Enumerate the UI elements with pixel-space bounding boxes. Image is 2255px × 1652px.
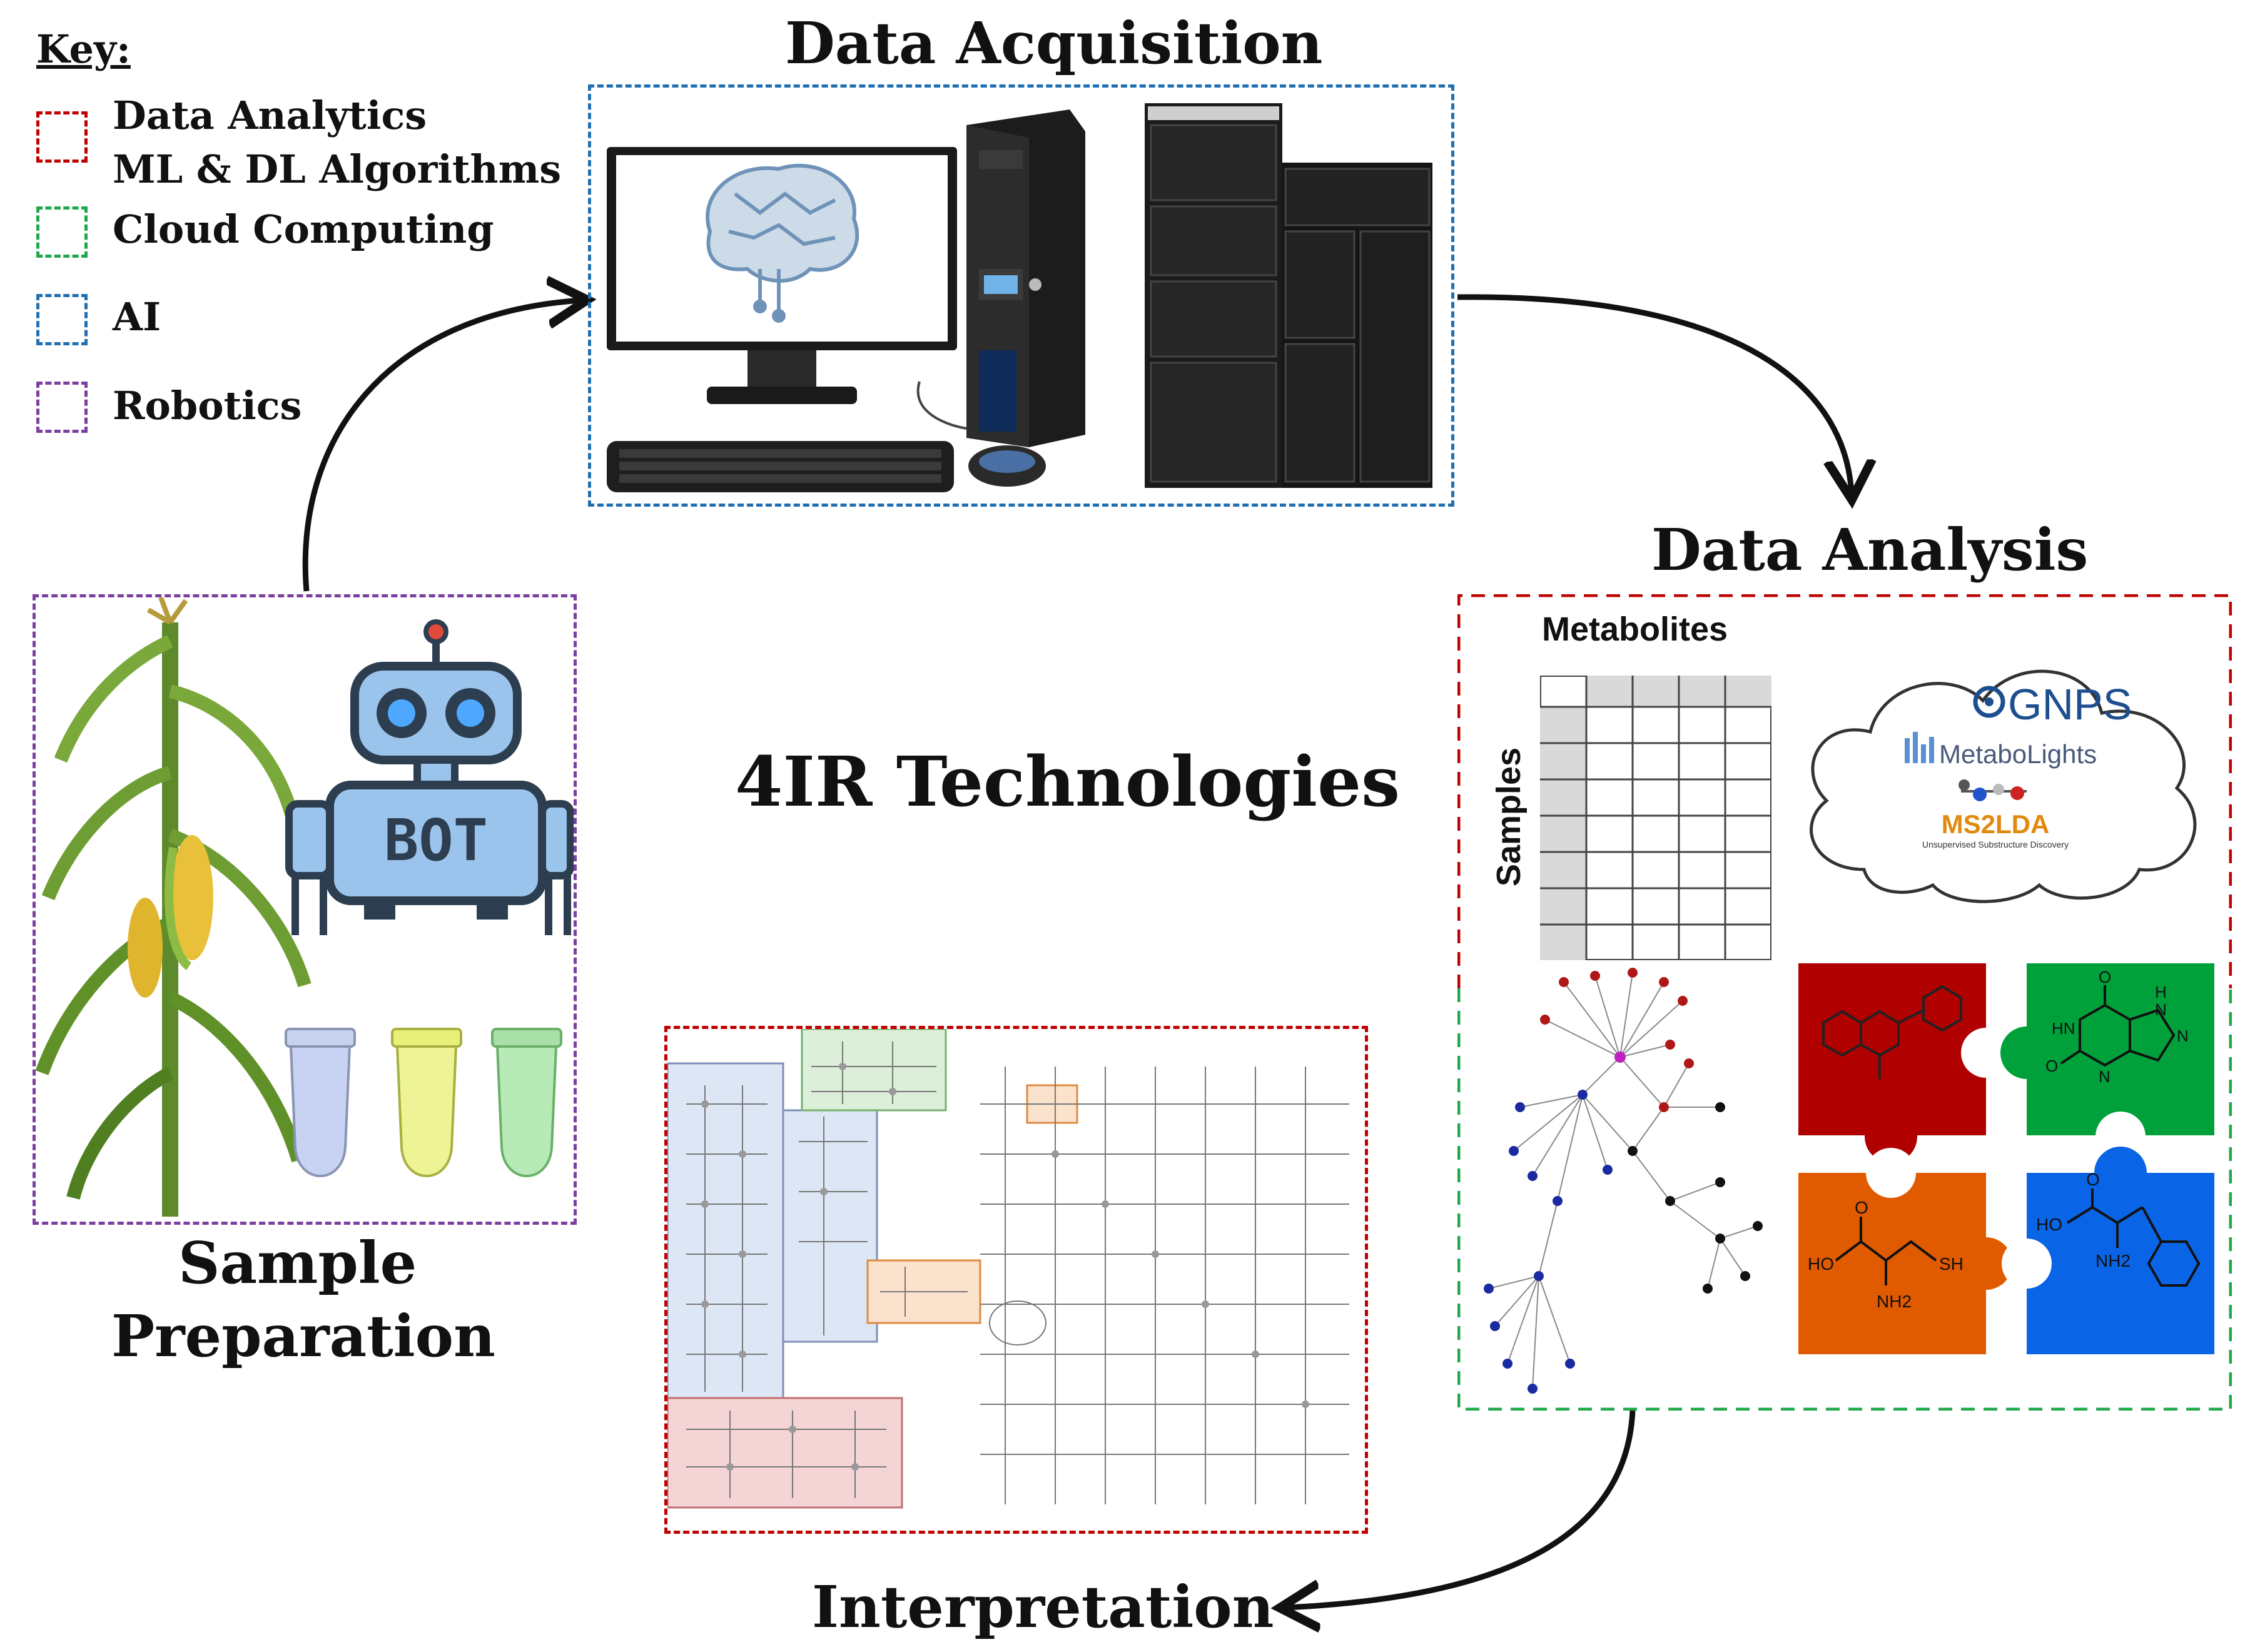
green-atom-o-top: O (2099, 968, 2111, 986)
green-atom-n-right: N (2177, 1026, 2189, 1045)
arrow-acquisition-to-analysis (1457, 294, 1852, 494)
structure-puzzle: HN O N H N N O O HO NH2 SH HO (1798, 963, 2214, 1354)
robot-label: BOT (384, 807, 488, 874)
legend-label-robotics: Robotics (113, 383, 302, 428)
gnps-logo: GNPS (1973, 680, 2132, 729)
sample-preparation-box (33, 594, 577, 1225)
pathway-region-green (801, 1029, 947, 1112)
arrow-prep-to-acquisition (302, 300, 582, 592)
matrix-row-label: Samples (1490, 747, 1528, 887)
robot-icon: BOT (285, 619, 574, 935)
orange-atom-o: O (1855, 1198, 1868, 1217)
pathway-region-red (667, 1397, 903, 1509)
puzzle-piece-blue: HO O NH2 (2002, 1147, 2214, 1354)
legend-title: Key: (36, 26, 131, 72)
sample-preparation-title-line2: Preparation (111, 1302, 495, 1370)
legend-label-ml-dl: ML & DL Algorithms (113, 146, 562, 192)
metabolic-pathway-map (667, 1029, 1349, 1509)
legend-swatch-cloud (36, 206, 88, 258)
sample-tubes-icon (285, 1028, 562, 1177)
corn-plant-icon (36, 597, 312, 1217)
blue-atom-ho: HO (2036, 1215, 2062, 1234)
data-acquisition-title: Data Acquisition (785, 9, 1323, 77)
green-atom-o-left: O (2045, 1057, 2058, 1075)
legend-label-ai: AI (113, 294, 161, 340)
brain-icon (706, 163, 859, 323)
puzzle-piece-red (1798, 963, 2011, 1163)
legend-label-cloud: Cloud Computing (113, 206, 494, 252)
blue-atom-nh2: NH2 (2095, 1251, 2131, 1270)
molecular-network (1484, 968, 1763, 1394)
pathway-region-blue (667, 1062, 784, 1421)
arrow-analysis-to-interpretation (1285, 1410, 1636, 1608)
ms2lda-subtitle: Unsupervised Substructure Discovery (1922, 839, 2069, 849)
matrix-column-label: Metabolites (1542, 611, 1728, 648)
puzzle-piece-green: HN O N H N N O (2000, 963, 2214, 1162)
data-analysis-box (1457, 594, 2232, 1411)
green-atom-n-mid: N (2155, 1000, 2167, 1019)
legend-label-data-analytics: Data Analytics (113, 93, 427, 138)
orange-atom-nh2: NH2 (1877, 1292, 1912, 1311)
tube-blue (285, 1028, 356, 1177)
ms2lda-logo: MS2LDA Unsupervised Substructure Discove… (1922, 779, 2069, 849)
legend-swatch-robotics (36, 382, 88, 433)
legend-swatch-data-analytics (36, 111, 88, 163)
sample-prep-illustration: BOT (36, 597, 574, 1217)
green-atom-h-top: H (2155, 983, 2167, 1001)
legend-swatch-ai (36, 294, 88, 345)
computer-tower (966, 109, 1085, 447)
metabolite-matrix (1540, 676, 1771, 960)
mouse (916, 381, 1046, 487)
green-atom-n-bottom: N (2099, 1067, 2111, 1086)
center-title: 4IR Technologies (735, 741, 1400, 822)
acquisition-illustration (607, 103, 1432, 492)
cloud-databases: GNPS MetaboLights MS2LDA Unsupervised Su… (1810, 669, 2197, 903)
puzzle-piece-orange: O HO NH2 SH (1798, 1148, 2012, 1354)
data-analysis-title: Data Analysis (1651, 516, 2089, 584)
green-atom-hn: HN (2052, 1019, 2075, 1038)
metabolights-label: MetaboLights (1939, 739, 2097, 769)
lc-ms-instrument (1145, 103, 1432, 488)
metabolights-logo: MetaboLights (1905, 732, 2097, 769)
orange-atom-ho: HO (1808, 1254, 1834, 1274)
tube-green (491, 1028, 562, 1177)
keyboard (607, 441, 954, 492)
interpretation-box (664, 1026, 1368, 1534)
ms2lda-label: MS2LDA (1942, 809, 2050, 839)
orange-atom-sh: SH (1939, 1254, 1964, 1274)
sample-preparation-title-line1: Sample (178, 1229, 417, 1297)
data-acquisition-box (588, 84, 1454, 507)
gnps-label: GNPS (2008, 680, 2132, 729)
interpretation-title: Interpretation (812, 1573, 1274, 1641)
blue-atom-o: O (2086, 1170, 2100, 1189)
tube-yellow (391, 1028, 462, 1177)
